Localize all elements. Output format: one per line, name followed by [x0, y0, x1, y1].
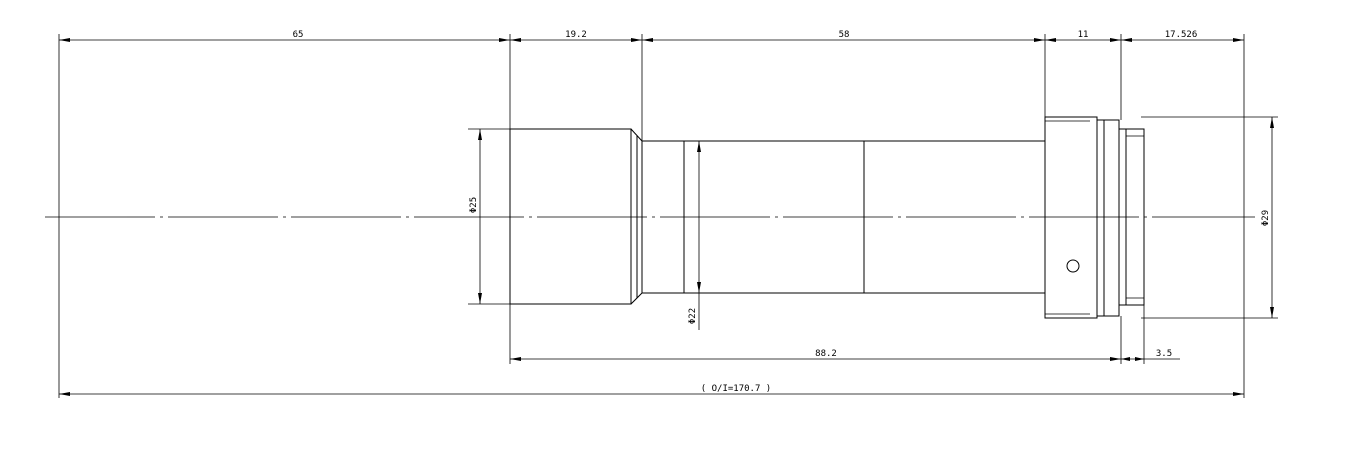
dim-dia-29-label: Φ29 [1261, 210, 1271, 226]
dim-overall: ( O/I=170.7 ) [59, 384, 1244, 396]
front-barrel [509, 128, 632, 305]
lens-body [509, 116, 1145, 319]
dim-3-5: 3.5 [1121, 349, 1180, 361]
dim-dia-29: Φ29 [1261, 117, 1274, 318]
dim-11: 11 [1045, 30, 1121, 42]
front-taper-top [630, 128, 643, 142]
dim-overall-label: ( O/I=170.7 ) [701, 384, 771, 394]
collar-screw-hole [1066, 259, 1080, 273]
mount-ring-1 [1096, 119, 1105, 317]
mount-ring-2 [1103, 119, 1120, 317]
dim-65-label: 65 [293, 30, 304, 40]
dim-88-2-label: 88.2 [815, 349, 837, 359]
dim-17-526-label: 17.526 [1165, 30, 1198, 40]
dim-dia-22: Φ22 [688, 141, 701, 330]
dim-19-2-label: 19.2 [565, 30, 587, 40]
dim-dia-22-label: Φ22 [688, 308, 698, 324]
dim-58-label: 58 [839, 30, 850, 40]
dim-17-526: 17.526 [1121, 30, 1244, 42]
mount-ring-4 [1125, 128, 1145, 306]
dim-dia-25-label: Φ25 [469, 197, 479, 213]
dim-11-label: 11 [1078, 30, 1089, 40]
dim-88-2: 88.2 [510, 349, 1121, 361]
dim-dia-25: Φ25 [469, 129, 482, 304]
front-taper-bottom [630, 292, 643, 305]
dim-65: 65 [59, 30, 510, 42]
dim-3-5-label: 3.5 [1156, 349, 1172, 359]
dim-19-2: 19.2 [510, 30, 642, 42]
extension-lines [58, 34, 1278, 398]
rear-collar [1044, 116, 1098, 319]
dim-58: 58 [642, 30, 1045, 42]
